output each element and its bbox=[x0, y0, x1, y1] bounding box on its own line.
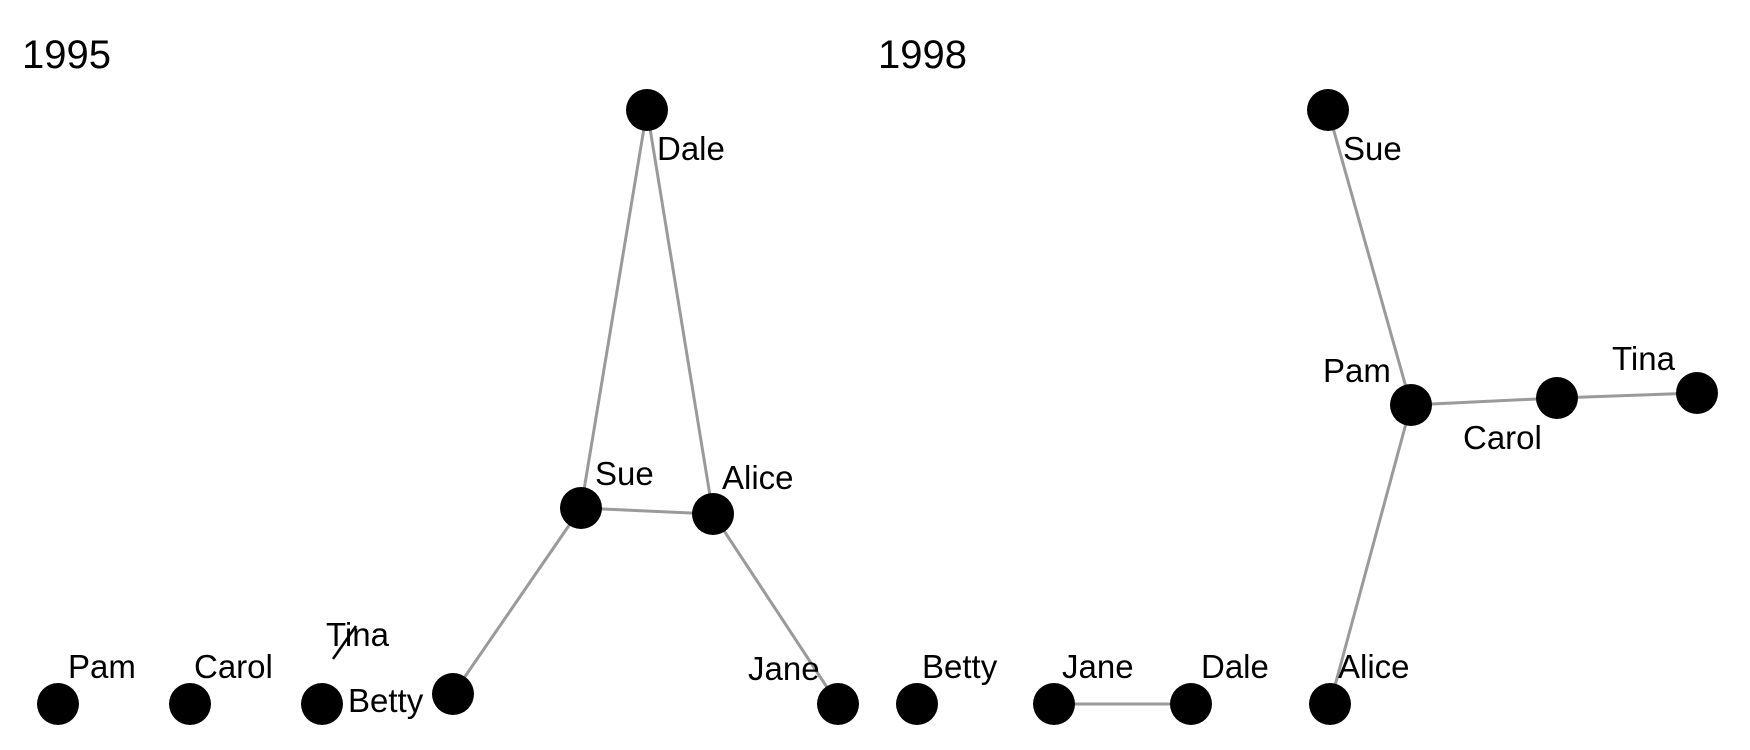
node-tina-1998 bbox=[1676, 372, 1718, 414]
node-label-sue-1998: Sue bbox=[1343, 130, 1402, 167]
edge-alice-jane bbox=[711, 513, 840, 705]
node-pam-1998 bbox=[1390, 384, 1432, 426]
node-label-jane-1998: Jane bbox=[1062, 648, 1134, 685]
node-jane-1998 bbox=[1033, 683, 1075, 725]
node-tina-1995 bbox=[301, 683, 343, 725]
edge-dale-sue bbox=[579, 109, 649, 509]
node-label-dale-1995: Dale bbox=[657, 130, 725, 167]
panel-title-1998: 1998 bbox=[878, 33, 967, 77]
edge-sue-alice bbox=[580, 506, 714, 516]
node-alice-1995 bbox=[692, 493, 734, 535]
node-label-sue-1995: Sue bbox=[595, 455, 654, 492]
panel-1998: 1998 Sue Pam Carol Tina Alice Betty Jane… bbox=[878, 33, 1718, 725]
node-label-tina-1995: Tina bbox=[326, 616, 390, 653]
edge-carol-tina bbox=[1556, 391, 1698, 400]
node-sue-1998 bbox=[1307, 89, 1349, 131]
node-label-alice-1998: Alice bbox=[1338, 648, 1410, 685]
tina-label-leader bbox=[331, 625, 358, 660]
node-label-dale-1998: Dale bbox=[1201, 648, 1269, 685]
node-dale-1998 bbox=[1170, 683, 1212, 725]
node-label-alice-1995: Alice bbox=[722, 459, 794, 496]
node-label-betty-1995: Betty bbox=[348, 682, 424, 719]
edge-pam-carol bbox=[1410, 396, 1558, 407]
node-carol-1998 bbox=[1536, 377, 1578, 419]
node-label-carol-1998: Carol bbox=[1463, 419, 1542, 456]
node-label-pam-1995: Pam bbox=[68, 648, 136, 685]
edge-sue-pam bbox=[1326, 109, 1413, 406]
node-carol-1995 bbox=[169, 683, 211, 725]
node-label-tina-1998: Tina bbox=[1612, 340, 1676, 377]
node-dale-1995 bbox=[626, 89, 668, 131]
edge-sue-betty bbox=[451, 507, 583, 695]
node-label-jane-1995: Jane bbox=[748, 650, 820, 687]
node-label-betty-1998: Betty bbox=[922, 648, 998, 685]
node-sue-1995 bbox=[560, 487, 602, 529]
panel-1995: 1995 Dale Sue Alice Betty Jane Pam Carol… bbox=[22, 33, 859, 725]
node-alice-1998 bbox=[1309, 683, 1351, 725]
node-label-pam-1998: Pam bbox=[1323, 352, 1391, 389]
node-betty-1998 bbox=[896, 683, 938, 725]
panel-title-1995: 1995 bbox=[22, 33, 111, 77]
node-pam-1995 bbox=[37, 683, 79, 725]
edge-pam-alice bbox=[1328, 404, 1413, 705]
node-label-carol-1995: Carol bbox=[194, 648, 273, 685]
edge-dale-alice bbox=[645, 109, 715, 515]
node-jane-1995 bbox=[817, 683, 859, 725]
node-betty-1995 bbox=[432, 673, 474, 715]
